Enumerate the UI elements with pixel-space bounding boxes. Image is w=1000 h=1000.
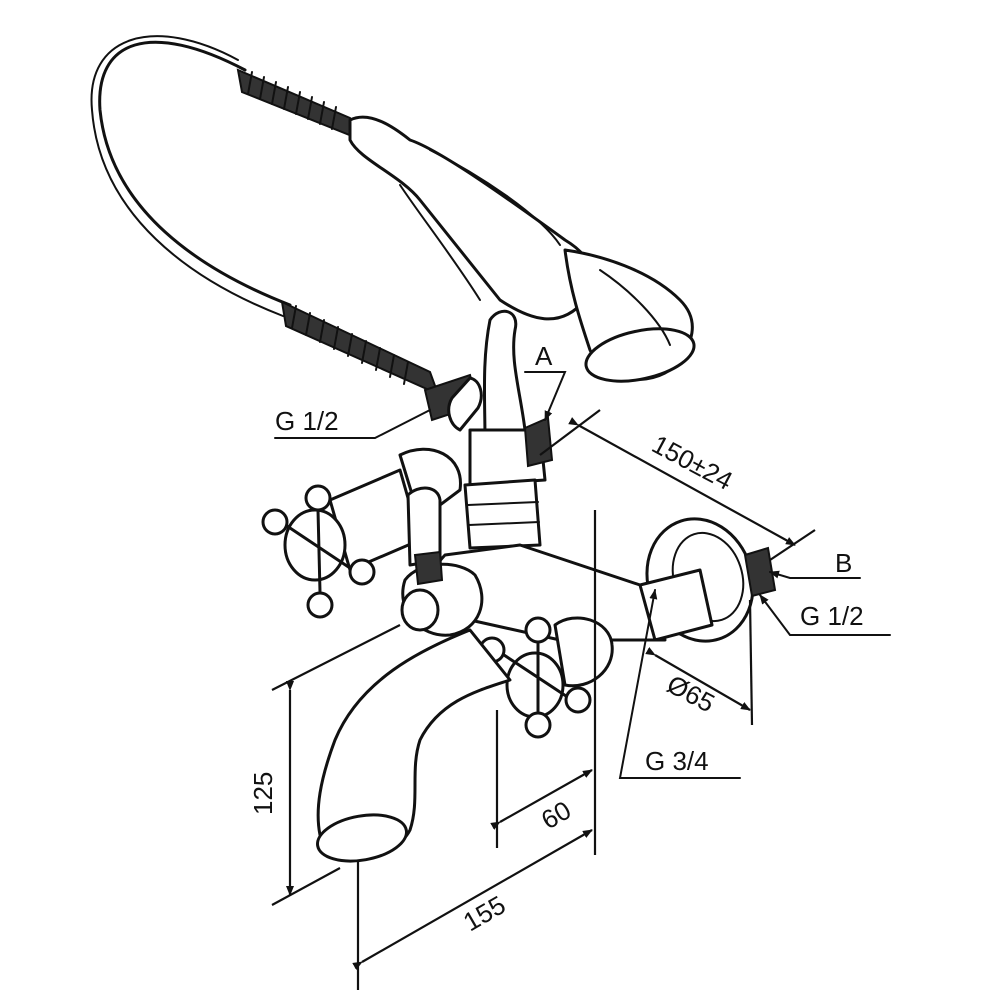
label-g-half-right: G 1/2 xyxy=(800,601,864,631)
leader-g-half-right xyxy=(759,594,891,636)
label-b: B xyxy=(835,548,852,578)
right-cross-handle[interactable] xyxy=(478,616,614,739)
connection-a xyxy=(523,416,554,468)
label-dia-65: Ø65 xyxy=(662,669,719,719)
label-155: 155 xyxy=(458,890,511,938)
shower-hose xyxy=(98,40,292,307)
leader-g-three-quarter xyxy=(618,589,741,779)
label-125: 125 xyxy=(248,772,278,815)
label-60: 60 xyxy=(536,795,576,835)
wall-flange xyxy=(638,517,777,643)
dimension-125 xyxy=(271,624,401,906)
left-cross-handle[interactable] xyxy=(261,447,462,619)
label-a: A xyxy=(535,341,553,371)
dimension-150 xyxy=(539,409,816,561)
label-150: 150±24 xyxy=(647,429,738,496)
diverter-nut xyxy=(463,478,542,550)
hose-coil-top xyxy=(236,68,365,142)
leader-g-half-left xyxy=(274,409,431,439)
hose-coil-bottom xyxy=(280,300,440,396)
hand-shower xyxy=(348,115,696,383)
label-g-half-left: G 1/2 xyxy=(275,406,339,436)
leader-b xyxy=(769,570,861,579)
dimension-60 xyxy=(490,510,597,855)
left-lever[interactable] xyxy=(406,486,442,567)
handset-holder xyxy=(482,309,527,442)
dimension-155 xyxy=(352,829,593,990)
shower-hose-inner xyxy=(90,35,284,317)
label-g-three-quarter: G 3/4 xyxy=(645,746,709,776)
leader-a xyxy=(524,371,567,421)
dimension-dia-65 xyxy=(645,599,754,726)
left-valve-port xyxy=(400,588,440,632)
